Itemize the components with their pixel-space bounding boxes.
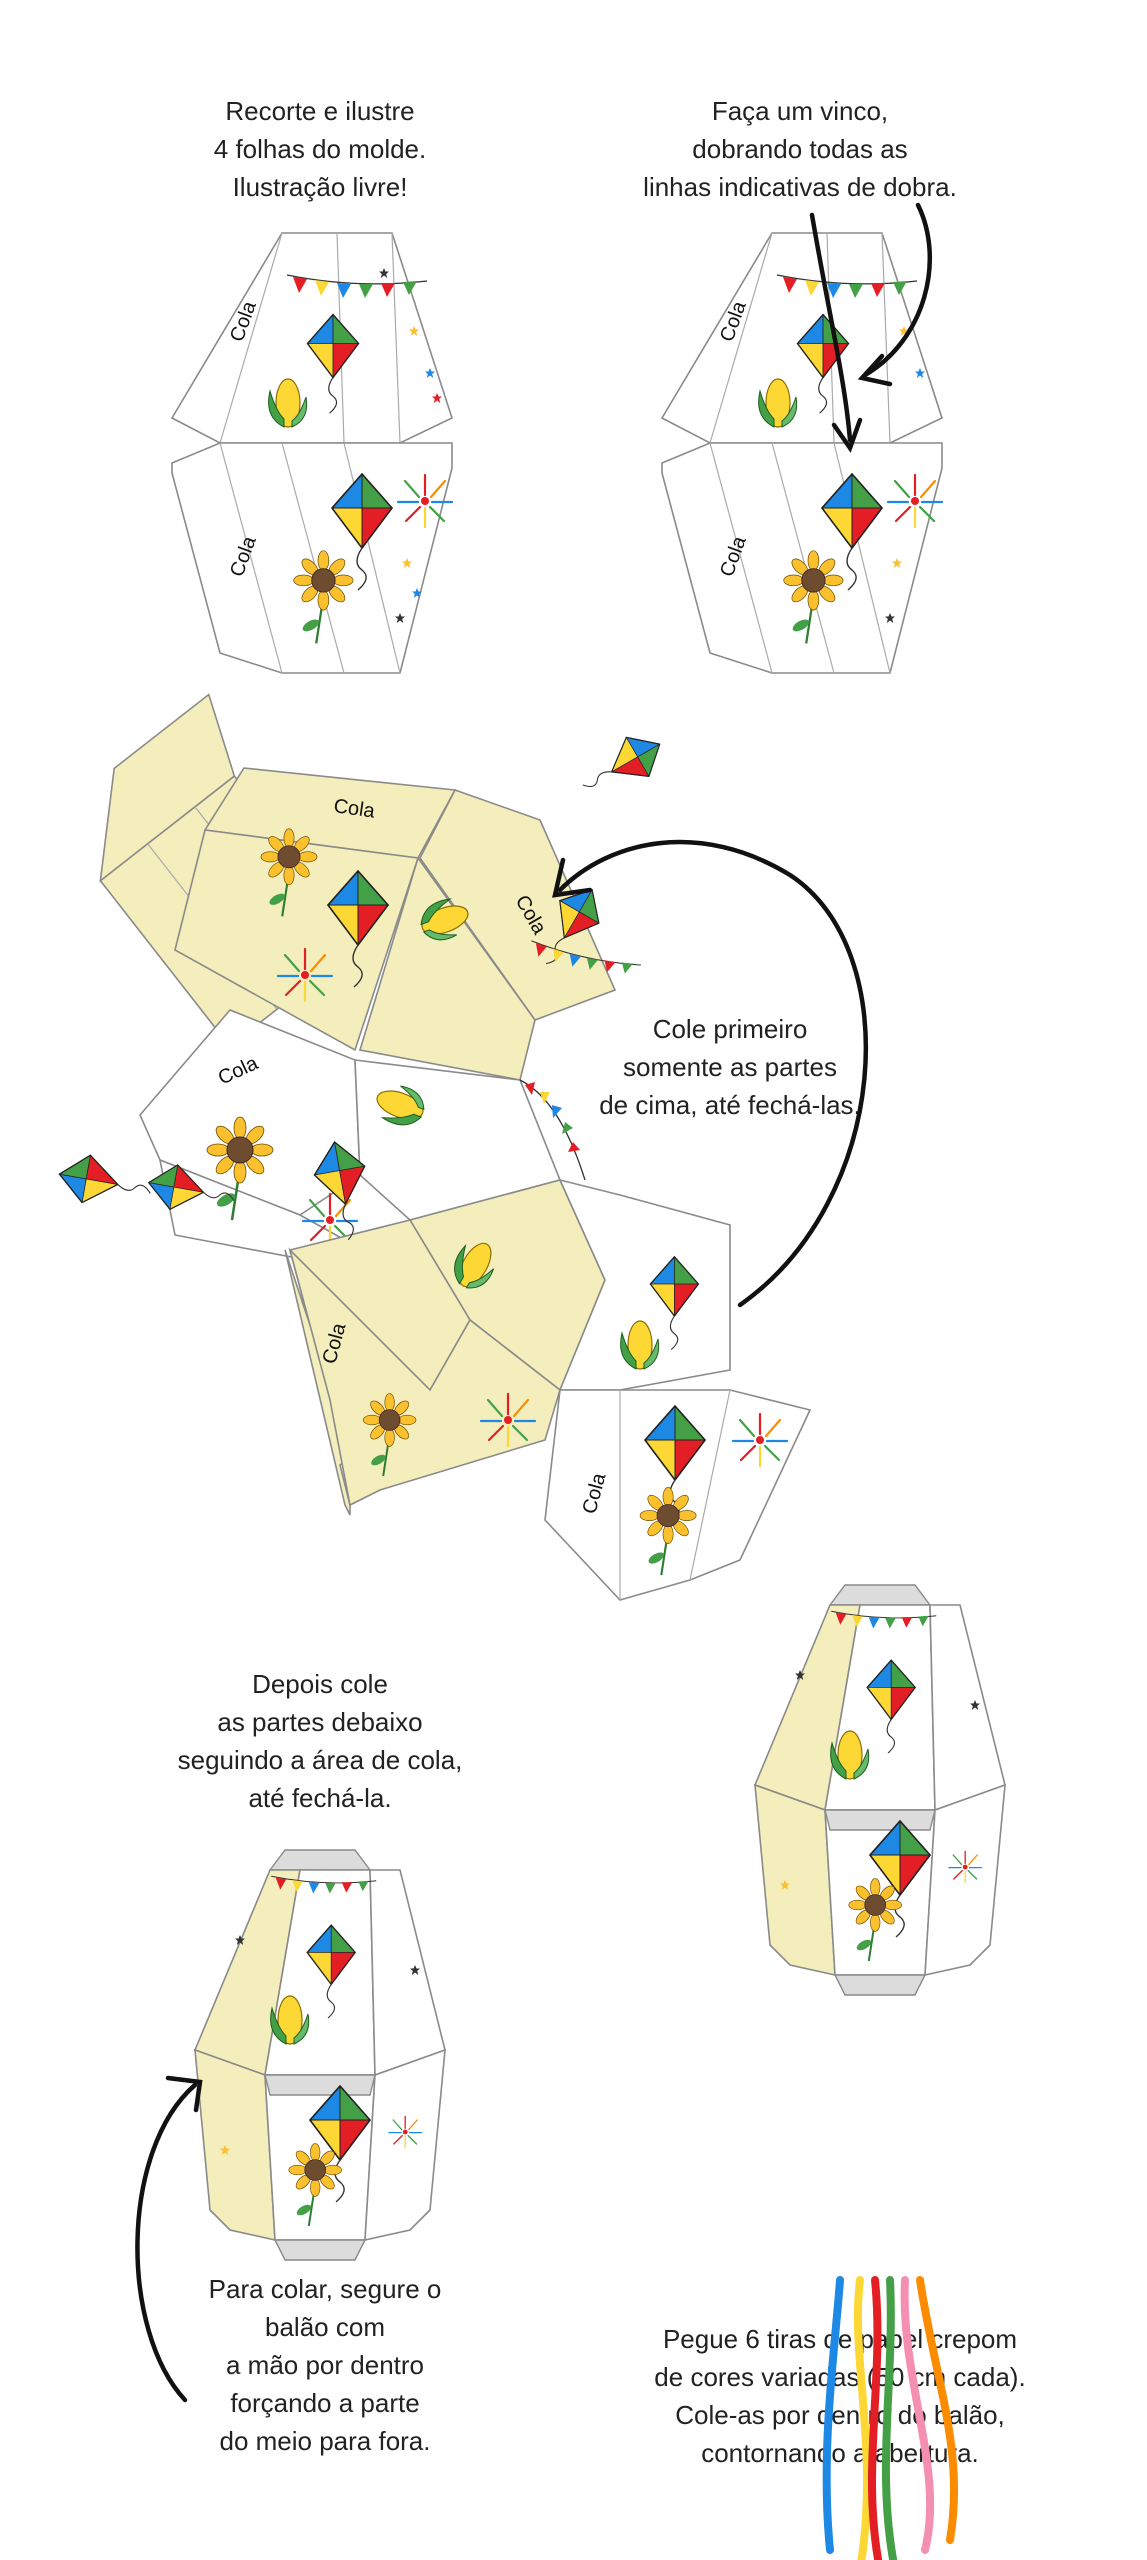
step5-caption: Para colar, segure o balão com a mão por… (208, 2274, 442, 2456)
panel-white (558, 1178, 731, 1391)
rotate-arrow-head (552, 857, 593, 898)
step3-caption: Cole primeiro somente as partes de cima,… (599, 1014, 861, 1120)
template-sheet-1: Cola Cola (170, 232, 454, 674)
step2-caption: Faça um vinco, dobrando todas as linhas … (643, 96, 957, 202)
lantern-step6 (753, 1584, 1006, 1996)
panel-yellow (288, 1247, 561, 1507)
panel-yellow (419, 789, 617, 1021)
rotate-arrow (557, 839, 868, 1308)
step6-caption: Pegue 6 tiras de papel crepom de cores v… (654, 2324, 1026, 2468)
fold-arrow-head (831, 417, 863, 453)
fold-arrow-head (857, 353, 893, 387)
assembly-step3: Cola Cola Cola Cola (54, 693, 812, 1601)
fold-arrow (862, 202, 932, 378)
ribbons (822, 2276, 959, 2560)
step4-caption: Depois cole as partes debaixo seguindo a… (177, 1669, 463, 1813)
lantern-step4 (193, 1849, 446, 2261)
template-sheet-2: Cola Cola (660, 232, 944, 674)
kite-icon (572, 724, 672, 808)
fold-arrow (809, 212, 853, 443)
push-arrow (135, 2082, 198, 2403)
step1-caption: Recorte e ilustre 4 folhas do molde. Ilu… (213, 96, 427, 202)
panel-white (544, 1389, 812, 1601)
kite-icon (54, 1149, 156, 1215)
push-arrow-head (165, 2075, 203, 2113)
